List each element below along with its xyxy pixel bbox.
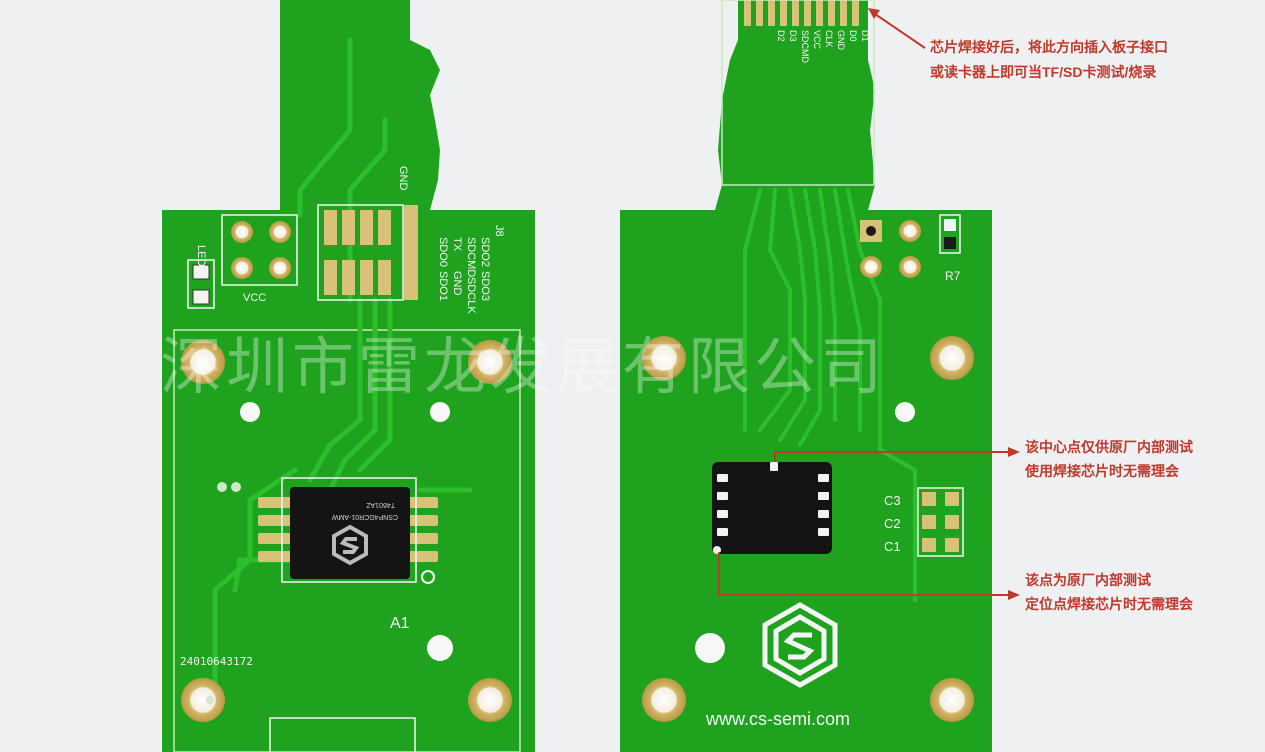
top-annotation-line1: 芯片焊接好后，将此方向插入板子接口 <box>930 39 1168 55</box>
cs-logo-icon <box>332 524 368 566</box>
header-label-sdo3: SDO3 <box>479 271 491 301</box>
finger-label-d3: D3 <box>788 30 798 42</box>
center-dot-note-line2: 使用焊接芯片时无需理会 <box>1024 463 1180 479</box>
serial-number: 24010643172 <box>180 655 253 668</box>
chip-marking-line1: CSNP4GCR01-AMW <box>331 513 398 520</box>
top-annotation-line2: 或读卡器上即可当TF/SD卡测试/烧录 <box>930 64 1156 80</box>
center-dot-arrow <box>774 451 1010 462</box>
r7-label: R7 <box>945 269 961 283</box>
company-watermark: 深圳市雷龙发展有限公司 <box>160 333 886 402</box>
center-dot-note-line1: 该中心点仅供原厂内部测试 <box>1025 439 1193 455</box>
website-url: www.cs-semi.com <box>705 709 850 729</box>
chip-marking-line2: T4601AZ <box>365 501 395 508</box>
header-label-sdo1: SDO1 <box>437 271 449 301</box>
header-label-sdcmd: SDCMD <box>465 237 477 277</box>
flash-chip <box>290 487 410 579</box>
header-label-sdo2: SDO2 <box>479 237 491 267</box>
finger-label-d2: D2 <box>776 30 786 42</box>
left-pcb-board <box>162 0 535 752</box>
right-pcb-board <box>620 0 992 752</box>
cap-label-c2: C2 <box>884 516 901 531</box>
corner-dot-arrow <box>718 552 1010 596</box>
finger-label-clk: CLK <box>824 30 834 48</box>
cap-label-c1: C1 <box>884 539 901 554</box>
finger-label-d1: D1 <box>860 30 870 42</box>
corner-dot-note-line1: 该点为原厂内部测试 <box>1025 572 1151 588</box>
finger-label-d0: D0 <box>848 30 858 42</box>
corner-dot-note-line2: 定位点焊接芯片时无需理会 <box>1025 596 1194 612</box>
cs-brand-logo-icon <box>762 602 838 688</box>
designator-a1: A1 <box>390 615 410 632</box>
finger-label-gnd: GND <box>836 30 846 51</box>
header-label-tx: TX <box>451 237 463 252</box>
led-label: LED1 <box>195 245 207 273</box>
header-label-j8: J8 <box>493 225 505 237</box>
vcc-label: VCC <box>243 292 266 304</box>
cap-label-c3: C3 <box>884 493 901 508</box>
header-label-gnd-top: GND <box>397 166 409 191</box>
finger-label-vcc: VCC <box>812 30 822 50</box>
top-annotation-arrow <box>871 11 926 49</box>
header-label-sdo0: SDO0 <box>437 237 449 267</box>
flash-footprint <box>712 462 832 554</box>
finger-label-sdcmd: SDCMD <box>800 30 810 63</box>
header-label-sdclk: SDCLK <box>465 277 477 314</box>
header-label-gnd: GND <box>451 271 463 296</box>
